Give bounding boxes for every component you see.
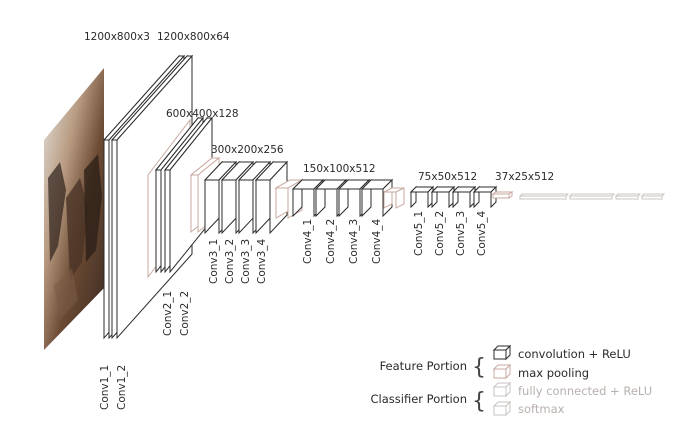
- layer-label-conv4-2: Conv4_2: [325, 219, 337, 264]
- layer-label-conv4-3: Conv4_3: [348, 219, 360, 264]
- classifier-brace-icon: {: [472, 389, 486, 414]
- fc-relu-swatch-icon: [492, 381, 512, 398]
- layer-label-conv5-1: Conv5_1: [413, 211, 425, 256]
- legend-conv-relu: convolution + ReLU: [518, 347, 631, 361]
- softmax-swatch-icon: [492, 400, 512, 417]
- legend-fc-relu: fully connected + ReLU: [518, 384, 652, 398]
- pool5-block: [491, 191, 514, 199]
- dim-label-conv1: 1200x800x64: [157, 31, 230, 43]
- conv-relu-swatch-icon: [492, 344, 512, 361]
- dim-label-input: 1200x800x3: [84, 31, 150, 43]
- classifier-layers: [518, 193, 666, 200]
- max-pool-swatch-icon: [492, 363, 512, 380]
- legend-softmax: softmax: [518, 402, 565, 416]
- layer-label-conv2-2: Conv2_2: [179, 291, 191, 336]
- dim-label-conv5: 75x50x512: [418, 171, 477, 183]
- legend-max-pooling: max pooling: [518, 366, 589, 380]
- legend-feature-portion: Feature Portion: [380, 359, 467, 373]
- layer-label-conv2-1: Conv2_1: [162, 291, 174, 336]
- legend-classifier-portion: Classifier Portion: [371, 392, 467, 406]
- conv3-block: [189, 156, 289, 235]
- dim-label-conv2: 600x400x128: [166, 108, 239, 120]
- layer-label-conv5-2: Conv5_2: [434, 211, 446, 256]
- dim-label-conv4: 150x100x512: [303, 163, 376, 175]
- layer-label-conv5-3: Conv5_3: [455, 211, 467, 256]
- legend: Feature Portion { Classifier Portion { c…: [371, 344, 652, 417]
- layer-label-conv1-2: Conv1_2: [116, 365, 128, 410]
- conv5-block: [383, 185, 498, 209]
- layer-label-conv1-1: Conv1_1: [99, 365, 111, 410]
- layer-label-conv5-4: Conv5_4: [476, 210, 488, 256]
- layer-label-conv4-4: Conv4_4: [371, 218, 383, 264]
- layer-label-conv3-2: Conv3_2: [224, 239, 236, 284]
- layer-label-conv3-4: Conv3_4: [256, 238, 268, 284]
- conv2-block: [147, 116, 214, 279]
- dim-label-conv3: 300x200x256: [211, 144, 284, 156]
- dim-label-pool5: 37x25x512: [495, 171, 554, 183]
- input-image: [44, 68, 104, 350]
- layer-label-conv3-1: Conv3_1: [208, 239, 220, 284]
- layer-label-conv4-1: Conv4_1: [302, 219, 314, 264]
- layer-label-conv3-3: Conv3_3: [240, 239, 252, 284]
- conv4-block: [274, 178, 394, 219]
- feature-brace-icon: {: [472, 355, 486, 380]
